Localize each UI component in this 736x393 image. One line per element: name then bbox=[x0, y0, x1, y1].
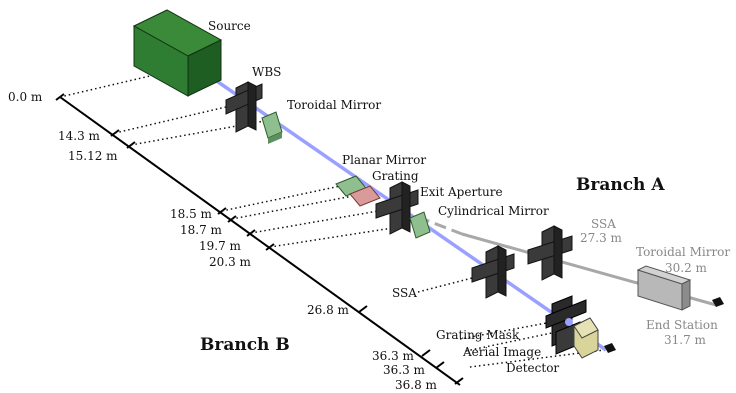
distance-axis bbox=[59, 96, 461, 386]
grating bbox=[349, 185, 381, 207]
label-exit-aperture: Exit Aperture bbox=[420, 185, 503, 199]
label-cylindrical-mirror: Cylindrical Mirror bbox=[438, 204, 549, 218]
ssa-a-aperture bbox=[527, 225, 573, 281]
branch-a-toroidal-mirror bbox=[636, 265, 692, 311]
toroidal-mirror bbox=[261, 111, 283, 144]
detector bbox=[573, 317, 616, 359]
distance-label: 0.0 m bbox=[8, 90, 43, 104]
label-ssa-a: SSA bbox=[591, 217, 616, 231]
end-station bbox=[712, 297, 724, 307]
label-grating-mask: Grating Mask bbox=[436, 328, 520, 342]
label-branch-a-toroidal-dist: 30.2 m bbox=[665, 261, 708, 275]
label-grating: Grating bbox=[372, 169, 419, 183]
label-end-station-dist: 31.7 m bbox=[664, 333, 707, 347]
branch-a-title: Branch A bbox=[576, 175, 665, 195]
label-source: Source bbox=[208, 19, 251, 33]
label-detector: Detector bbox=[506, 361, 559, 375]
distance-label: 18.7 m bbox=[180, 223, 223, 237]
label-end-station: End Station bbox=[646, 318, 718, 332]
label-planar-mirror: Planar Mirror bbox=[342, 153, 426, 167]
distance-label: 14.3 m bbox=[58, 129, 101, 143]
distance-label: 36.3 m bbox=[372, 349, 415, 363]
distance-label: 20.3 m bbox=[209, 255, 252, 269]
cylindrical-mirror bbox=[409, 211, 431, 239]
aerial-image bbox=[565, 318, 573, 326]
distance-label: 19.7 m bbox=[199, 239, 242, 253]
distance-label: 36.8 m bbox=[395, 378, 438, 392]
label-aerial-image: Aerial Image bbox=[462, 345, 541, 359]
label-toroidal-mirror: Toroidal Mirror bbox=[287, 98, 381, 112]
label-ssa-a-dist: 27.3 m bbox=[580, 231, 623, 245]
wbs-aperture bbox=[225, 81, 263, 133]
source-cube bbox=[132, 9, 223, 97]
distance-label: 26.8 m bbox=[307, 303, 350, 317]
label-branch-a-toroidal: Toroidal Mirror bbox=[636, 245, 730, 259]
distance-label: 18.5 m bbox=[170, 207, 213, 221]
ssa-b-aperture bbox=[471, 245, 515, 299]
distance-label: 15.12 m bbox=[68, 149, 118, 163]
label-ssa-b: SSA bbox=[392, 286, 417, 300]
exit-aperture bbox=[375, 181, 419, 235]
branch-b-title: Branch B bbox=[200, 335, 290, 355]
label-wbs: WBS bbox=[252, 65, 281, 79]
distance-label: 36.3 m bbox=[383, 363, 426, 377]
